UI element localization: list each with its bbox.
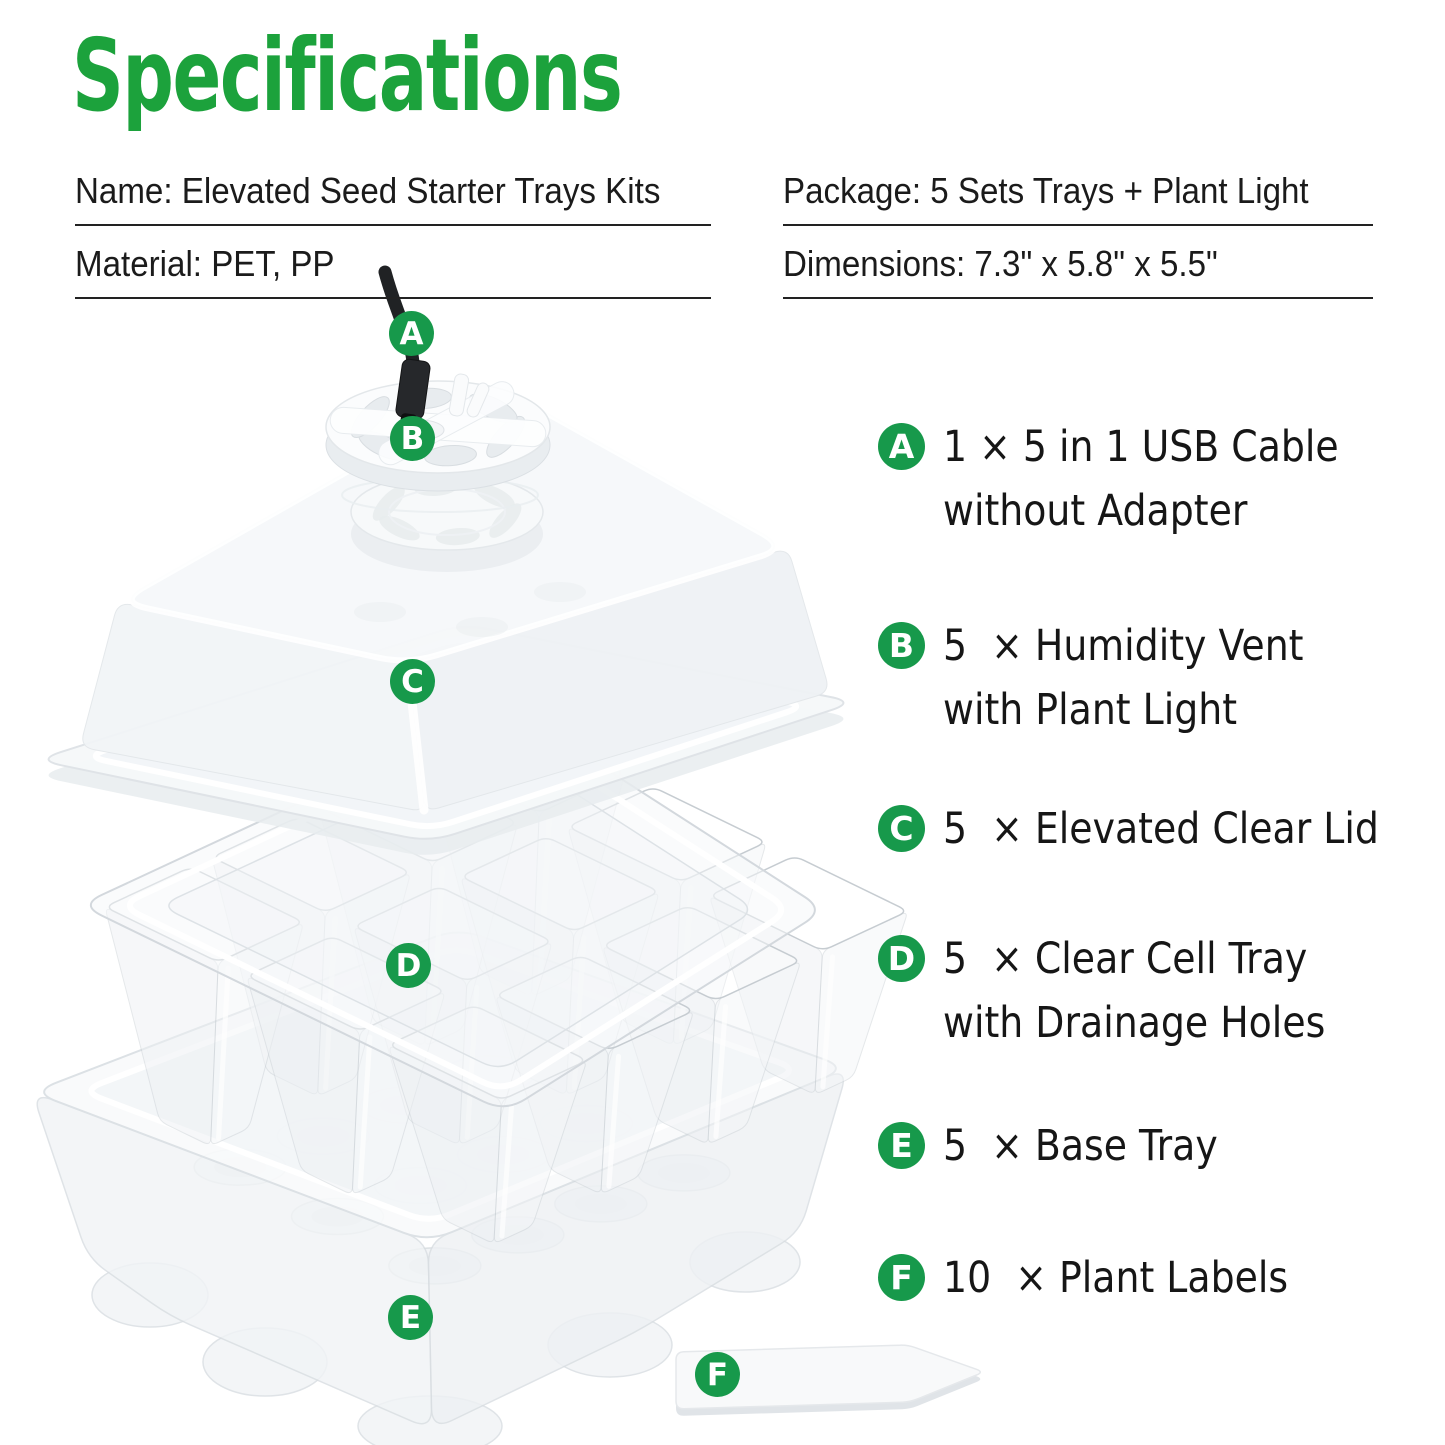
legend-text-e: 5 × Base Tray (943, 1121, 1218, 1171)
spec-package: Package: 5 Sets Trays + Plant Light (783, 170, 1373, 226)
legend-text-d: 5 × Clear Cell Tray with Drainage Holes (943, 934, 1326, 1048)
spec-material: Material: PET, PP (75, 243, 711, 299)
diagram-badge-a-icon: A (389, 311, 434, 356)
part-badge-a-icon: A (878, 423, 925, 470)
part-badge-e-icon: E (878, 1122, 925, 1169)
humidity-vent-disc (325, 373, 551, 513)
spec-name: Name: Elevated Seed Starter Trays Kits (75, 170, 711, 226)
legend-item-d: D 5 × Clear Cell Tray with Drainage Hole… (878, 934, 1377, 1055)
part-badge-c-icon: C (878, 805, 925, 852)
diagram-badge-c-icon: C (390, 659, 435, 704)
legend-item-e: E 5 × Base Tray (878, 1121, 1255, 1178)
page-title: Specifications (72, 17, 623, 134)
diagram-badge-f-icon: F (695, 1352, 740, 1397)
spec-column-right: Package: 5 Sets Trays + Plant Light Dime… (783, 170, 1373, 316)
spec-column-left: Name: Elevated Seed Starter Trays Kits M… (75, 170, 711, 316)
part-badge-b-icon: B (878, 622, 925, 669)
legend-text-c: 5 × Elevated Clear Lid (943, 804, 1379, 854)
legend-item-b: B 5 × Humidity Vent with Plant Light (878, 621, 1353, 742)
legend-text-a: 1 × 5 in 1 USB Cable without Adapter (943, 422, 1339, 536)
part-badge-d-icon: D (878, 935, 925, 982)
legend-text-f: 10 × Plant Labels (943, 1253, 1289, 1303)
plant-label-tag (675, 1344, 981, 1416)
diagram-badge-e-icon: E (388, 1295, 433, 1340)
diagram-badge-d-icon: D (386, 943, 431, 988)
part-badge-f-icon: F (878, 1254, 925, 1301)
elevated-clear-lid (47, 390, 845, 855)
diagram-badge-b-icon: B (390, 416, 435, 461)
legend-item-a: A 1 × 5 in 1 USB Cable without Adapter (878, 422, 1393, 543)
spec-dimensions: Dimensions: 7.3" x 5.8" x 5.5" (783, 243, 1373, 299)
legend-text-b: 5 × Humidity Vent with Plant Light (943, 621, 1304, 735)
legend-item-c: C 5 × Elevated Clear Lid (878, 804, 1438, 861)
legend-item-f: F 10 × Plant Labels (878, 1253, 1335, 1310)
